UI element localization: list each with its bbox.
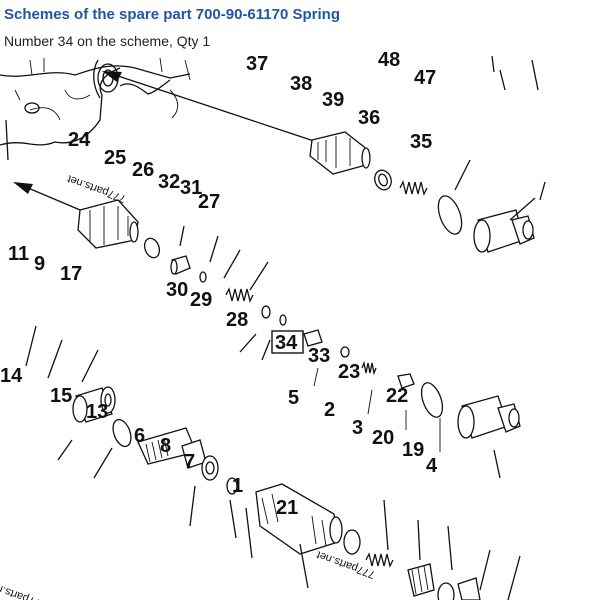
page-title: Schemes of the spare part 700-90-61170 S… [4, 6, 340, 23]
callout-28[interactable]: 28 [226, 309, 248, 331]
upper-arrow-line [117, 75, 336, 149]
exploded-parts-diagram: 777parts.net 777parts.net 777parts.net 3… [0, 50, 600, 600]
highlight-box [271, 330, 304, 354]
callout-11[interactable]: 11 [8, 243, 29, 265]
spool-32-drawing [77, 199, 139, 249]
callout-4[interactable]: 4 [426, 455, 438, 477]
spool-6-drawing [137, 427, 219, 481]
callout-17[interactable]: 17 [60, 263, 82, 285]
callout-25[interactable]: 25 [104, 147, 126, 169]
callout-30[interactable]: 30 [166, 279, 188, 301]
callout-23[interactable]: 23 [338, 361, 360, 383]
callout-2[interactable]: 2 [324, 399, 335, 421]
diagram-drawing [0, 55, 546, 600]
spool-39-drawing [309, 131, 371, 175]
callout-31[interactable]: 31 [180, 177, 202, 199]
callout-32[interactable]: 32 [158, 171, 180, 193]
callout-34[interactable]: 34 [275, 332, 298, 354]
watermark-text: 777parts.net [315, 548, 377, 580]
callout-3[interactable]: 3 [352, 417, 363, 439]
piston-13-drawing [72, 386, 116, 423]
callout-8[interactable]: 8 [160, 435, 171, 457]
callout-29[interactable]: 29 [190, 289, 212, 311]
valve-housing-drawing [0, 57, 191, 161]
callout-26[interactable]: 26 [132, 159, 154, 181]
callout-20[interactable]: 20 [372, 427, 394, 449]
callout-labels: 37 48 47 38 39 36 35 24 25 26 32 31 27 1… [0, 50, 438, 519]
callout-14[interactable]: 14 [0, 365, 23, 387]
callout-24[interactable]: 24 [68, 129, 91, 151]
callout-47[interactable]: 47 [414, 67, 436, 89]
plug-top-drawing [473, 209, 535, 253]
body-21-drawing [255, 483, 343, 555]
callout-19[interactable]: 19 [402, 439, 424, 461]
callout-22[interactable]: 22 [386, 385, 408, 407]
callout-35[interactable]: 35 [410, 131, 432, 153]
plug-bottom-drawing [407, 563, 481, 600]
callout-7[interactable]: 7 [184, 451, 195, 473]
callout-36[interactable]: 36 [358, 107, 380, 129]
diagram-svg: 777parts.net 777parts.net 777parts.net 3… [0, 50, 546, 600]
callout-27[interactable]: 27 [198, 191, 220, 213]
watermark-text: 777parts.net [66, 172, 128, 204]
callout-15[interactable]: 15 [50, 385, 72, 407]
callout-39[interactable]: 39 [322, 89, 344, 111]
callout-13[interactable]: 13 [86, 401, 108, 423]
callout-9[interactable]: 9 [34, 253, 45, 275]
callout-1[interactable]: 1 [232, 475, 243, 497]
callout-21[interactable]: 21 [276, 497, 298, 519]
callout-33[interactable]: 33 [308, 345, 330, 367]
callout-37[interactable]: 37 [246, 53, 268, 75]
callout-48[interactable]: 48 [378, 50, 400, 71]
upper-arrow-head [102, 71, 122, 82]
plug-middle-drawing [457, 395, 521, 439]
watermark-text: 777parts.net [0, 579, 48, 600]
part-info: Number 34 on the scheme, Qty 1 [4, 33, 211, 49]
callout-5[interactable]: 5 [288, 387, 299, 409]
callout-6[interactable]: 6 [134, 425, 145, 447]
callout-38[interactable]: 38 [290, 73, 312, 95]
